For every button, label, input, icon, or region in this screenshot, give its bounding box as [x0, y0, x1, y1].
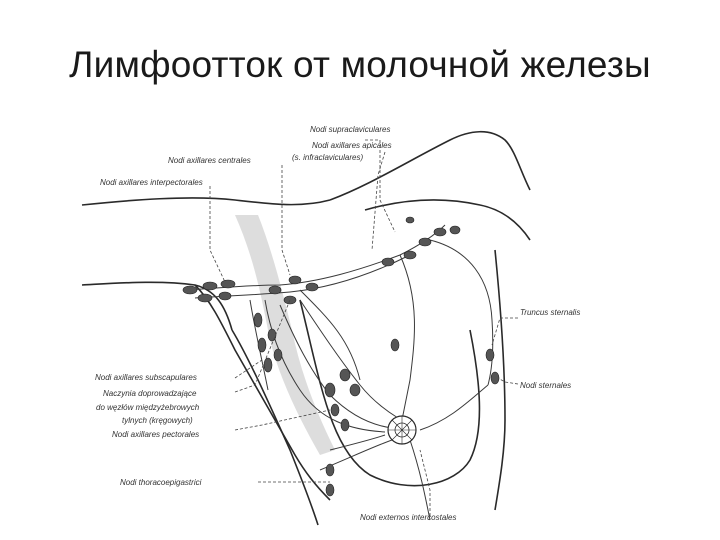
node — [263, 357, 273, 373]
node — [490, 371, 500, 385]
label-pectoral: Nodi axillares pectorales — [112, 430, 199, 439]
node — [390, 338, 400, 352]
node — [449, 225, 461, 235]
chest-lateral — [194, 284, 331, 501]
arm-upper-edge — [81, 197, 331, 206]
node — [220, 279, 236, 289]
nipple — [387, 415, 417, 445]
body-outline — [81, 130, 531, 526]
label-apical: Nodi axillares apicales — [312, 141, 392, 150]
node — [433, 227, 447, 237]
sternum-edge — [494, 249, 506, 511]
node — [257, 337, 267, 353]
label-supraclavicular: Nodi supraclaviculares — [310, 125, 390, 134]
breast-contour — [299, 299, 481, 487]
clavicle — [364, 199, 531, 241]
label-subscapular: Nodi axillares subscapulares — [95, 373, 197, 382]
label-vessels-1: Naczynia doprowadzające — [103, 389, 197, 398]
label-thoracoepigastric: Nodi thoracoepigastrici — [120, 478, 202, 487]
slide-title: Лимфоотток от молочной железы — [69, 44, 651, 85]
shoulder-curve — [329, 130, 531, 201]
node — [403, 250, 417, 260]
node — [340, 418, 350, 432]
node — [288, 275, 302, 285]
node — [418, 237, 432, 247]
node — [182, 285, 198, 295]
label-vessels-3: tylnych (kręgowych) — [122, 416, 193, 425]
leader-lines — [209, 139, 519, 516]
lymph-vessels — [184, 224, 494, 521]
node — [202, 281, 218, 291]
label-lateral-nodes: Nodi externos intercostales — [360, 513, 457, 522]
node — [305, 282, 319, 292]
trunk-side — [231, 329, 319, 526]
label-vessels-2: do węzłów międzyżebrowych — [96, 403, 200, 412]
label-infraclavicular: (s. infraclaviculares) — [292, 153, 363, 162]
node — [381, 257, 395, 267]
node — [268, 285, 282, 295]
node — [349, 383, 361, 397]
node — [253, 312, 263, 328]
node — [197, 293, 213, 303]
arm-lower-edge — [81, 281, 233, 331]
node — [325, 463, 335, 477]
diagram-labels: Nodi supraclaviculares Nodi axillares ap… — [95, 125, 580, 522]
node — [339, 368, 351, 382]
node — [267, 328, 277, 342]
node — [324, 382, 336, 398]
label-central: Nodi axillares centrales — [168, 156, 251, 165]
node — [325, 483, 335, 497]
lymph-nodes — [182, 216, 500, 497]
label-truncus-sternalis: Truncus sternalis — [520, 308, 580, 317]
label-sternal: Nodi sternales — [520, 381, 571, 390]
label-interpectoral: Nodi axillares interpectorales — [100, 178, 203, 187]
node — [330, 403, 340, 417]
node — [273, 348, 283, 362]
axilla-shading — [235, 215, 335, 455]
node — [283, 295, 297, 305]
node — [405, 216, 415, 224]
node — [218, 291, 232, 301]
node — [485, 348, 495, 362]
